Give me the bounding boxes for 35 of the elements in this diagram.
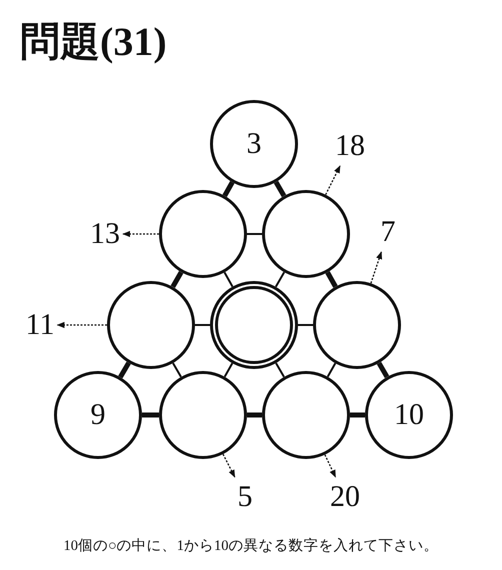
connector-bar xyxy=(118,362,131,378)
sum-number: 11 xyxy=(26,308,54,342)
connector-bar xyxy=(224,362,234,378)
dotted-arrow xyxy=(324,454,336,478)
connector-bar xyxy=(222,181,234,197)
number-circle: 10 xyxy=(365,371,453,459)
connector-bar xyxy=(172,362,182,378)
dotted-arrow xyxy=(370,251,382,284)
sum-number: 18 xyxy=(335,129,365,163)
connector-bar xyxy=(274,272,286,288)
number-circle: 3 xyxy=(210,100,298,188)
instruction-text: 10個の○の中に、1から10の異なる数字を入れて下さい。 xyxy=(62,536,440,555)
connector-bar xyxy=(325,271,338,288)
sum-number: 13 xyxy=(90,217,120,251)
sum-number: 5 xyxy=(238,480,252,514)
connector-bar xyxy=(142,412,159,418)
dotted-arrow xyxy=(122,230,159,238)
connector-bar xyxy=(275,362,285,378)
connector-bar xyxy=(170,270,184,288)
dotted-arrow xyxy=(56,322,107,328)
dotted-arrow xyxy=(325,165,341,195)
connector-bar xyxy=(224,272,234,288)
connector-bar xyxy=(274,180,286,198)
connector-bar xyxy=(350,412,365,418)
sum-number: 7 xyxy=(380,215,396,249)
dotted-arrow xyxy=(222,454,236,478)
number-circle: 9 xyxy=(54,371,142,459)
sum-number: 20 xyxy=(330,480,360,514)
connector-bar xyxy=(247,412,262,418)
connector-bar xyxy=(376,362,390,378)
connector-bar xyxy=(326,362,336,378)
connector-bar xyxy=(247,233,262,235)
connector-bar xyxy=(298,324,313,326)
title: 問題(31) xyxy=(20,18,167,66)
connector-bar xyxy=(195,324,210,326)
